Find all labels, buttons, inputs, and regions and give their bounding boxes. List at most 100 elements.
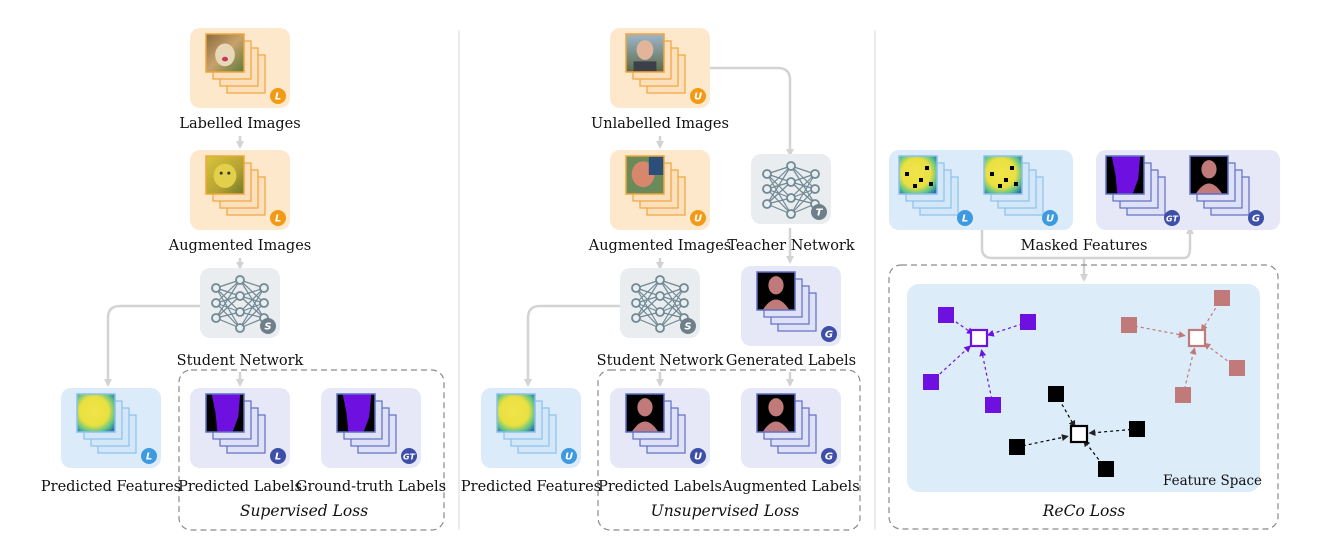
segmentation-mask-icon: [756, 393, 817, 454]
black-cluster-point: [1098, 461, 1114, 477]
purple-cluster-point: [985, 397, 1001, 413]
augmented-images-card-middle: U: [610, 150, 710, 230]
masked-labels-gt-badge: [1164, 210, 1180, 226]
generated-labels-label: Generated Labels: [725, 353, 857, 369]
unsupervised-loss-label: Unsupervised Loss: [650, 502, 800, 520]
augmented-images-card-left-badge: [270, 210, 286, 226]
segmentation-mask-icon: [1105, 155, 1166, 216]
feature-heatmap-icon: [496, 393, 557, 454]
arrow-student-to-features-left: [104, 304, 200, 387]
purple-cluster-point: [923, 374, 939, 390]
supervised-loss-label: Supervised Loss: [239, 502, 369, 520]
masked-labels-gt: GT: [1105, 155, 1180, 226]
labelled-images-label: Labelled Images: [179, 116, 301, 132]
masked-features-u-badge: [1042, 210, 1058, 226]
masked-features-label: Masked Features: [1020, 238, 1148, 254]
unsupervised-loss-box: [597, 369, 861, 531]
predicted-features-card-left: L: [61, 388, 161, 468]
purple-cluster-point: [938, 307, 954, 323]
feature-heatmap-icon: [983, 155, 1044, 216]
predicted-labels-card-middle: U: [610, 388, 710, 468]
reco-loss-box: [888, 264, 1279, 530]
augmented-images-card-middle-badge-text: U: [694, 214, 702, 225]
augmented-images-label-left: Augmented Images: [168, 238, 312, 254]
student-network-card-left: S: [200, 268, 280, 338]
masked-features-l-badge-text: L: [962, 214, 968, 225]
feature-heatmap-icon: [898, 155, 959, 216]
generated-labels-card-badge-text: G: [825, 330, 833, 341]
black-cluster: [1009, 386, 1145, 477]
neural-network-icon: [762, 161, 820, 219]
black-cluster-point: [1048, 386, 1064, 402]
teacher-network-card-badge: [811, 204, 827, 220]
pink-cluster-point: [1214, 290, 1230, 306]
labelled-images-card-badge: [270, 88, 286, 104]
student-network-label-left: Student Network: [176, 353, 304, 369]
feature-space-panel: [907, 284, 1260, 492]
ground-truth-labels-label: Ground-truth Labels: [295, 479, 447, 495]
student-network-card-left-badge: [260, 318, 276, 334]
teacher-network-card-badge-text: T: [816, 208, 824, 219]
masked-features-u: U: [983, 155, 1058, 226]
student-network-card-middle-badge-text: S: [684, 322, 691, 333]
purple-cluster: [923, 307, 1036, 413]
predicted-features-card-left-badge: [141, 448, 157, 464]
predicted-labels-card-middle-badge-text: U: [694, 452, 702, 463]
masked-labels-g: G: [1189, 155, 1264, 226]
augmented-labels-card-badge-text: G: [825, 452, 833, 463]
generated-labels-card: G: [741, 266, 841, 346]
masked-features-l: L: [898, 155, 973, 226]
image-thumbnail-icon: [205, 33, 266, 94]
labelled-images-card-badge-text: L: [275, 92, 281, 103]
augmented-images-card-middle-badge: [690, 210, 706, 226]
predicted-features-label-left: Predicted Features: [40, 479, 182, 495]
unlabelled-images-card-badge: [690, 88, 706, 104]
augmented-images-label-middle: Augmented Images: [588, 238, 732, 254]
black-cluster-point: [1129, 421, 1145, 437]
generated-labels-card-badge: [821, 326, 837, 342]
teacher-network-label: Teacher Network: [727, 238, 855, 254]
ground-truth-labels-card: GT: [321, 388, 421, 468]
augmented-labels-card: G: [741, 388, 841, 468]
student-network-card-middle: S: [620, 268, 700, 338]
pink-cluster-point: [1229, 360, 1245, 376]
pink-cluster-point: [1121, 317, 1137, 333]
labelled-images-card: L: [190, 28, 290, 108]
predicted-features-card-middle-badge: [561, 448, 577, 464]
feature-space-label: Feature Space: [1163, 473, 1263, 489]
masked-features-l-badge: [957, 210, 973, 226]
student-network-card-left-badge-text: S: [264, 322, 271, 333]
predicted-labels-label-left: Predicted Labels: [178, 479, 302, 495]
teacher-network-card: T: [751, 154, 831, 224]
predicted-features-label-middle: Predicted Features: [460, 479, 602, 495]
student-network-label-middle: Student Network: [596, 353, 724, 369]
segmentation-mask-icon: [625, 393, 686, 454]
augmented-labels-label: Augmented Labels: [722, 479, 860, 495]
image-thumbnail-icon: [625, 33, 686, 94]
unlabelled-images-card: U: [610, 28, 710, 108]
masked-labels-g-badge-text: G: [1252, 214, 1260, 225]
black-cluster-centroid: [1069, 424, 1089, 444]
augmented-labels-card-badge: [821, 448, 837, 464]
arrow-unlabelled-to-teacher: [710, 66, 794, 157]
black-cluster-point: [1009, 439, 1025, 455]
reco-loss-label: ReCo Loss: [1042, 502, 1126, 520]
predicted-labels-card-left-badge-text: L: [275, 452, 281, 463]
augmented-images-card-left: L: [190, 150, 290, 230]
feature-heatmap-icon: [76, 393, 137, 454]
segmentation-mask-icon: [1189, 155, 1250, 216]
image-thumbnail-icon: [625, 155, 686, 216]
purple-cluster-point: [1020, 314, 1036, 330]
predicted-features-card-middle-badge-text: U: [565, 452, 573, 463]
unlabelled-images-card-badge-text: U: [694, 92, 702, 103]
masked-labels-g-badge: [1248, 210, 1264, 226]
predicted-labels-card-middle-badge: [690, 448, 706, 464]
masked-labels-gt-badge-text: GT: [1166, 215, 1178, 224]
segmentation-mask-icon: [336, 393, 397, 454]
purple-cluster-centroid: [969, 328, 989, 348]
predicted-labels-card-left-badge: [270, 448, 286, 464]
pink-cluster: [1121, 290, 1245, 403]
image-thumbnail-icon: [205, 155, 266, 216]
masked-features-u-badge-text: U: [1046, 214, 1054, 225]
